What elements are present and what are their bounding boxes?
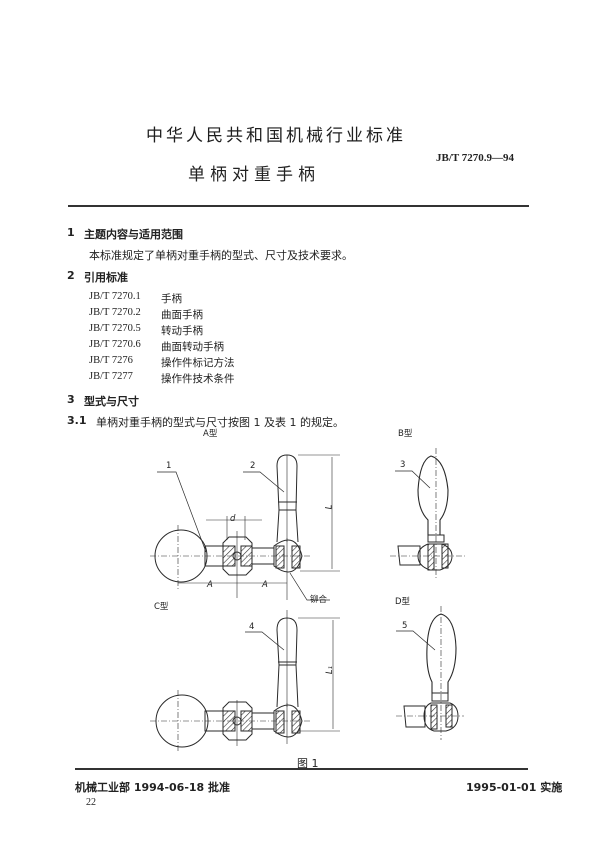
header-rule: [68, 205, 529, 207]
part-number-5: 5: [402, 621, 408, 631]
type-a-drawing: [150, 454, 340, 601]
section-3-title: 型式与尺寸: [84, 395, 139, 408]
approval-line: 机械工业部 1994-06-18 批准: [75, 781, 231, 794]
clause-3-1-text: 单柄对重手柄的型式与尺寸按图 1 及表 1 的规定。: [96, 416, 344, 429]
section-1-number: 1: [67, 226, 75, 239]
effective-date: 1995-01-01 实施: [466, 781, 563, 794]
section-2-title: 引用标准: [84, 271, 128, 284]
type-c-drawing: [150, 610, 340, 752]
figure-caption: 图 1: [297, 757, 319, 770]
type-d-drawing: [396, 606, 464, 740]
view-b-label: B型: [398, 429, 413, 439]
view-d-label: D型: [395, 597, 411, 607]
reference-name: 操作件标记方法: [161, 357, 235, 369]
part-number-4: 4: [249, 622, 255, 632]
section-3-number: 3: [67, 393, 75, 406]
clause-3-1-number: 3.1: [67, 414, 87, 427]
dim-a-label-right: A: [262, 580, 268, 590]
part-number-1: 1: [166, 461, 172, 471]
page-number: 22: [86, 797, 96, 808]
reference-name: 操作件技术条件: [161, 373, 235, 385]
dim-d-label: d: [230, 514, 236, 524]
reference-code: JB/T 7270.6: [89, 339, 141, 350]
dim-a-label-left: A: [207, 580, 213, 590]
reference-name: 手柄: [161, 293, 182, 305]
part-number-2: 2: [250, 461, 256, 471]
section-1-body: 本标准规定了单柄对重手柄的型式、尺寸及技术要求。: [89, 249, 353, 262]
reference-code: JB/T 7270.2: [89, 307, 141, 318]
document-title: 单柄对重手柄: [188, 165, 320, 185]
section-2-number: 2: [67, 269, 75, 282]
view-a-label: A型: [203, 429, 218, 439]
reference-name: 转动手柄: [161, 325, 203, 337]
reference-code: JB/T 7276: [89, 355, 133, 366]
part-number-3: 3: [400, 460, 406, 470]
reference-code: JB/T 7277: [89, 371, 133, 382]
section-1-title: 主题内容与适用范围: [84, 228, 183, 241]
reference-code: JB/T 7270.5: [89, 323, 141, 334]
type-b-drawing: [390, 448, 465, 578]
footer-rule: [75, 768, 528, 770]
reference-name: 曲面手柄: [161, 309, 203, 321]
org-title: 中华人民共和国机械行业标准: [146, 126, 406, 146]
standard-number: JB/T 7270.9—94: [436, 152, 515, 164]
view-c-label: C型: [154, 602, 169, 612]
reference-code: JB/T 7270.1: [89, 291, 141, 302]
reference-name: 曲面转动手柄: [161, 341, 224, 353]
